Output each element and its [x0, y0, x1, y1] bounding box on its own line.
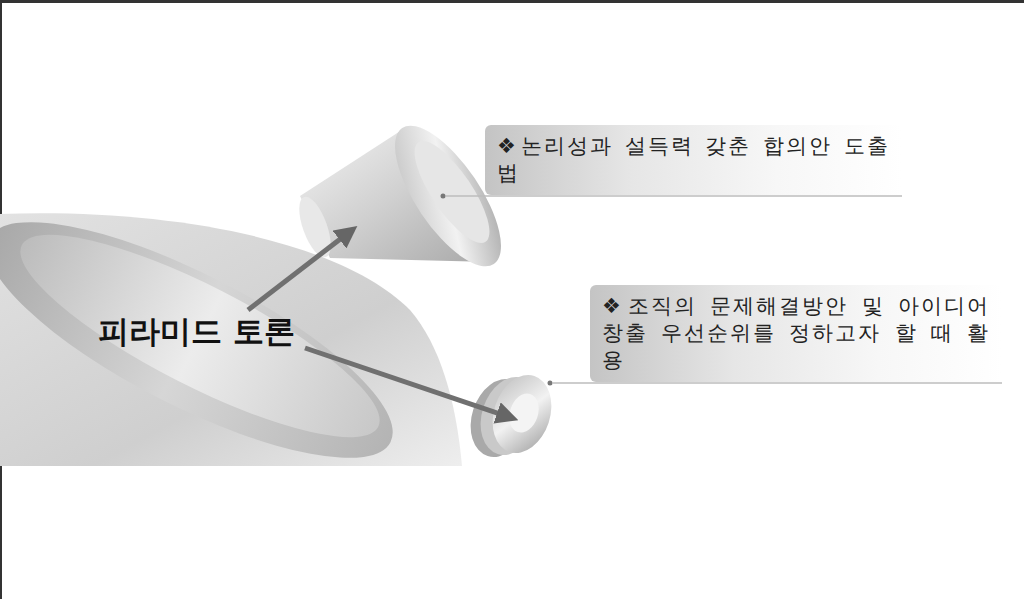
leader-line	[446, 195, 902, 197]
frame-top	[0, 0, 1024, 3]
callout-box: ❖조직의 문제해결방안 및 아이디어 창출 우선순위를 정하고자 할 때 활용	[590, 285, 1002, 382]
topic-label: 피라미드 토론	[98, 311, 295, 353]
pointer-arrow	[305, 348, 512, 418]
leader-line	[553, 382, 1002, 384]
leader-dot	[548, 381, 553, 386]
callout-text: ❖조직의 문제해결방안 및 아이디어 창출 우선순위를 정하고자 할 때 활용	[602, 293, 990, 374]
leader-dot	[441, 194, 446, 199]
callout-box: ❖논리성과 설득력 갖춘 합의안 도출법	[485, 125, 902, 195]
disc-inner	[0, 201, 401, 472]
callout-text: ❖논리성과 설득력 갖춘 합의안 도출법	[497, 133, 890, 187]
pointer-arrow	[248, 230, 352, 310]
